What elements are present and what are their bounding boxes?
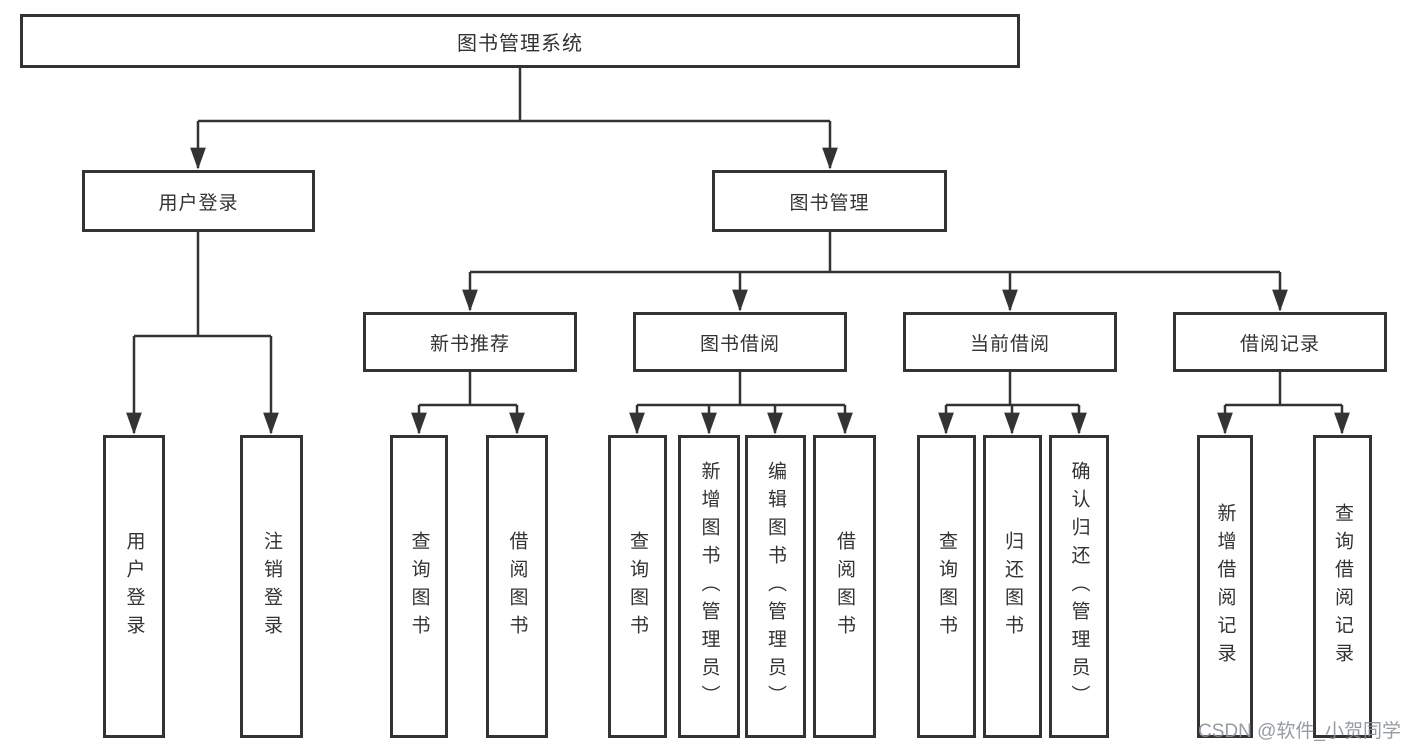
node-root-library-system: 图书管理系统 <box>20 14 1020 68</box>
node-new-book-recommendation: 新书推荐 <box>363 312 577 372</box>
connector-user-login-trunk <box>134 232 271 338</box>
connector-root-trunk <box>198 68 830 123</box>
connector-borrow-records-trunk <box>1225 372 1342 407</box>
leaf-bb-edit-book-admin: 编辑图书（管理员） <box>745 435 806 738</box>
leaf-br-add-record: 新增借阅记录 <box>1197 435 1253 738</box>
node-book-borrowing: 图书借阅 <box>633 312 847 372</box>
node-user-login: 用户登录 <box>82 170 315 232</box>
leaf-cb-return-book: 归还图书 <box>983 435 1042 738</box>
leaf-user-login: 用户登录 <box>103 435 165 738</box>
node-label: 查询借阅记录 <box>1332 502 1353 671</box>
leaf-rec-borrow-book: 借阅图书 <box>486 435 548 738</box>
node-label: 图书管理 <box>789 192 870 214</box>
node-label: 新书推荐 <box>429 333 510 355</box>
csdn-watermark: CSDN @软件_小贺同学 <box>1198 721 1401 742</box>
connector-book-borrow-trunk <box>637 372 845 407</box>
node-book-management: 图书管理 <box>712 170 947 232</box>
node-current-borrowing: 当前借阅 <box>903 312 1117 372</box>
node-label: 借阅记录 <box>1239 333 1320 355</box>
connector-book-mgmt-trunk <box>470 232 1280 274</box>
leaf-bb-borrow-book: 借阅图书 <box>813 435 876 738</box>
node-borrowing-records: 借阅记录 <box>1173 312 1387 372</box>
node-label: 新增图书（管理员） <box>698 460 720 713</box>
leaf-cb-confirm-return-admin: 确认归还（管理员） <box>1049 435 1109 738</box>
node-label: 用户登录 <box>123 530 145 643</box>
node-label: 确认归还（管理员） <box>1068 460 1090 713</box>
leaf-cb-query-book: 查询图书 <box>917 435 976 738</box>
node-label: 查询图书 <box>936 530 957 643</box>
node-label: 查询图书 <box>627 530 648 643</box>
leaf-logout: 注销登录 <box>240 435 303 738</box>
connector-new-book-rec-trunk <box>419 372 517 407</box>
leaf-br-query-record: 查询借阅记录 <box>1313 435 1372 738</box>
node-label: 编辑图书（管理员） <box>765 460 786 713</box>
node-label: 查询图书 <box>408 530 430 643</box>
leaf-bb-add-book-admin: 新增图书（管理员） <box>678 435 740 738</box>
node-label: 图书借阅 <box>699 333 780 355</box>
node-label: 当前借阅 <box>969 333 1050 355</box>
node-label: 新增借阅记录 <box>1214 502 1236 671</box>
leaf-bb-query-book: 查询图书 <box>608 435 667 738</box>
leaf-rec-query-book: 查询图书 <box>390 435 448 738</box>
connector-current-borrow-trunk <box>946 372 1079 407</box>
node-label: 注销登录 <box>261 530 282 643</box>
node-label: 用户登录 <box>158 192 239 214</box>
node-label: 借阅图书 <box>834 530 855 643</box>
node-label: 借阅图书 <box>506 530 528 643</box>
node-label: 图书管理系统 <box>457 32 583 55</box>
node-label: 归还图书 <box>1002 530 1023 643</box>
